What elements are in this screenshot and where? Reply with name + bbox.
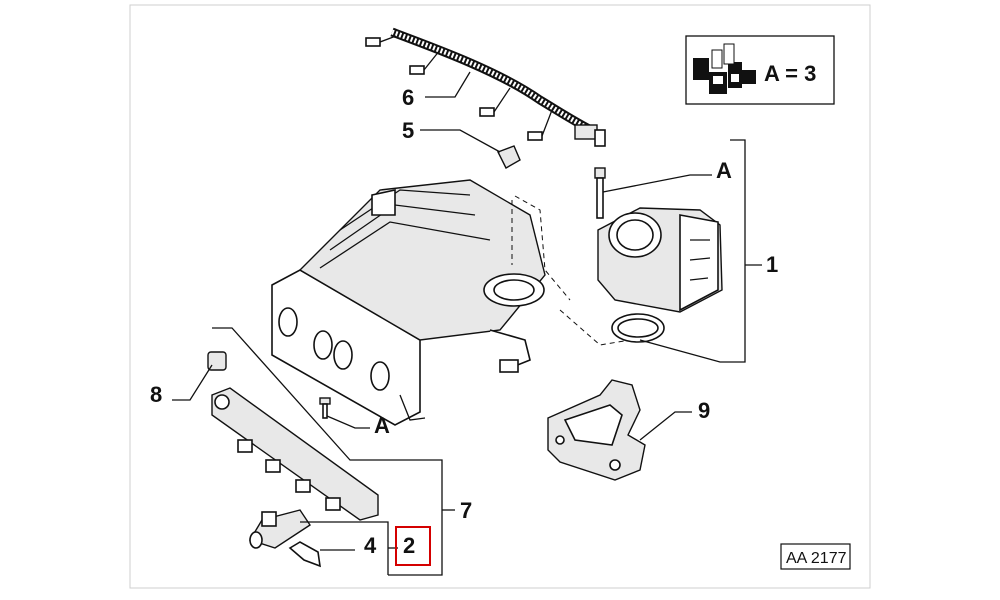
assembly-guide-line	[559, 309, 631, 346]
parts-kit-icon	[693, 43, 756, 94]
leader-line	[420, 129, 501, 153]
throttle-bolt	[594, 167, 606, 219]
callout-a-screw: A	[374, 413, 390, 438]
assembly-guide-line	[514, 195, 571, 301]
callout-5: 5	[402, 118, 414, 143]
callout-a-bolt: A	[716, 158, 732, 183]
intake-manifold	[271, 179, 546, 426]
fuel-rail	[211, 387, 379, 521]
callout-1: 1	[766, 252, 778, 277]
leader-line	[300, 521, 389, 575]
ref-code-box	[780, 543, 851, 570]
throttle-body	[597, 207, 723, 313]
callout-7: 7	[460, 498, 472, 523]
leader-line	[172, 364, 213, 401]
callout-8: 8	[150, 382, 162, 407]
rubber-cap	[497, 145, 521, 169]
callout-6: 6	[402, 85, 414, 110]
leader-line	[602, 174, 712, 193]
leader-line	[212, 327, 443, 576]
bracket	[547, 379, 646, 481]
kit-quantity-text: A = 3	[764, 61, 816, 86]
leader-line	[639, 139, 746, 363]
manifold-screw	[319, 397, 331, 419]
leader-line	[639, 411, 692, 441]
kit-quantity-box: A = 3	[685, 35, 835, 105]
ref-code: AA 2177	[786, 550, 847, 567]
injector-seal	[207, 351, 227, 371]
throttle-gasket	[611, 313, 665, 343]
callout-2: 2	[403, 533, 415, 558]
wiring-harness	[365, 27, 606, 147]
fuel-injector	[248, 509, 311, 549]
callout-9: 9	[698, 398, 710, 423]
callout-2-highlight	[395, 526, 431, 566]
injector-clip	[288, 541, 321, 568]
leader-line	[326, 415, 370, 429]
leader-line	[425, 71, 471, 98]
callout-4: 4	[364, 533, 377, 558]
